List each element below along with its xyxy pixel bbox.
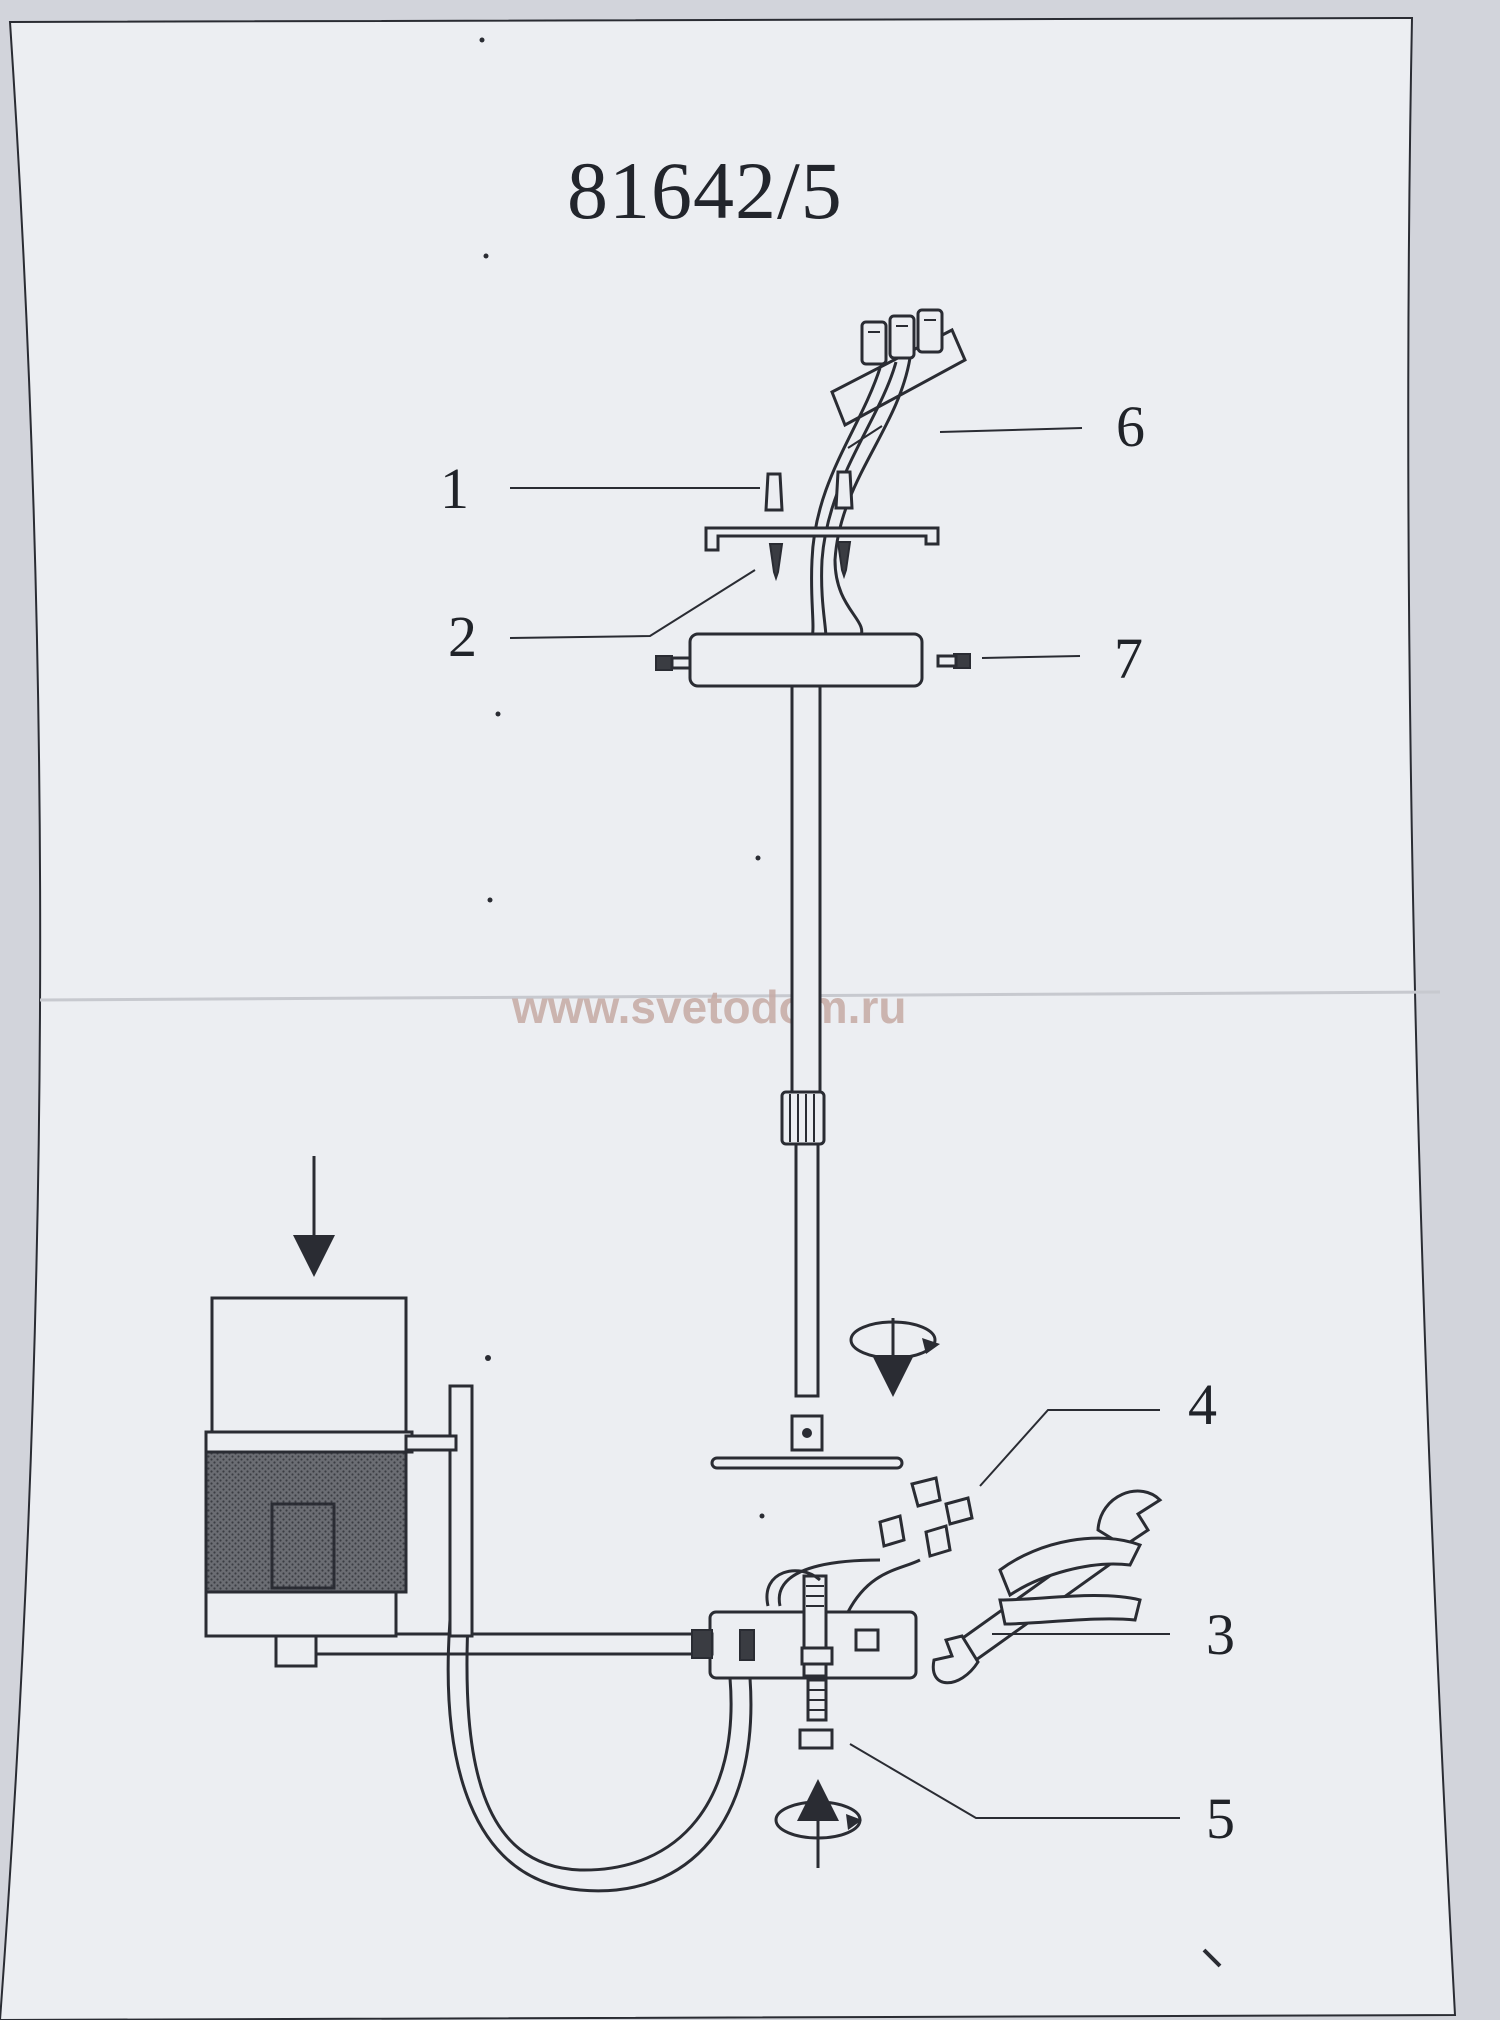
- watermark-text: www.svetodom.ru: [511, 981, 906, 1033]
- callout-6: 6: [1116, 394, 1145, 459]
- mounting-bracket: [704, 526, 940, 552]
- callout-2: 2: [448, 604, 477, 669]
- lamp-shade: [204, 1296, 458, 1638]
- callout-7: 7: [1114, 626, 1143, 691]
- ceiling-canopy: [688, 632, 924, 688]
- callout-leaders: [509, 427, 1180, 1819]
- rotate-tighten-icon: [849, 1318, 940, 1397]
- ink-speck: [479, 37, 485, 43]
- callout-5: 5: [1206, 1786, 1235, 1851]
- canopy-set-screws: [655, 653, 971, 671]
- decorative-plate: [710, 1456, 904, 1470]
- model-number: 81642/5: [567, 145, 843, 236]
- pliers-icon: [998, 1536, 1143, 1626]
- fold-line: [39, 990, 1441, 1002]
- ink-speck: [485, 1355, 491, 1361]
- mounting-screws: [768, 541, 852, 582]
- wall-anchors: [764, 470, 854, 512]
- rod-coupler: [790, 1414, 824, 1452]
- ink-speck: [1202, 1948, 1222, 1968]
- callout-1: 1: [440, 456, 469, 521]
- ink-speck: [495, 711, 501, 717]
- rotate-tighten-icon-bottom: [774, 1779, 862, 1868]
- flex-cable: [446, 1389, 753, 1893]
- callout-4: 4: [1188, 1372, 1217, 1437]
- suspension-rod: [780, 684, 826, 1398]
- lamp-arm: [274, 1624, 714, 1668]
- wire-caps: [878, 1476, 974, 1558]
- ink-speck: [759, 1513, 765, 1519]
- ink-speck: [483, 253, 489, 259]
- shade-support-rod: [448, 1384, 474, 1638]
- callout-3: 3: [1206, 1602, 1235, 1667]
- junction-box: [708, 1558, 921, 1680]
- ink-speck: [755, 855, 761, 861]
- bottom-nut: [798, 1678, 834, 1750]
- ink-speck: [487, 897, 493, 903]
